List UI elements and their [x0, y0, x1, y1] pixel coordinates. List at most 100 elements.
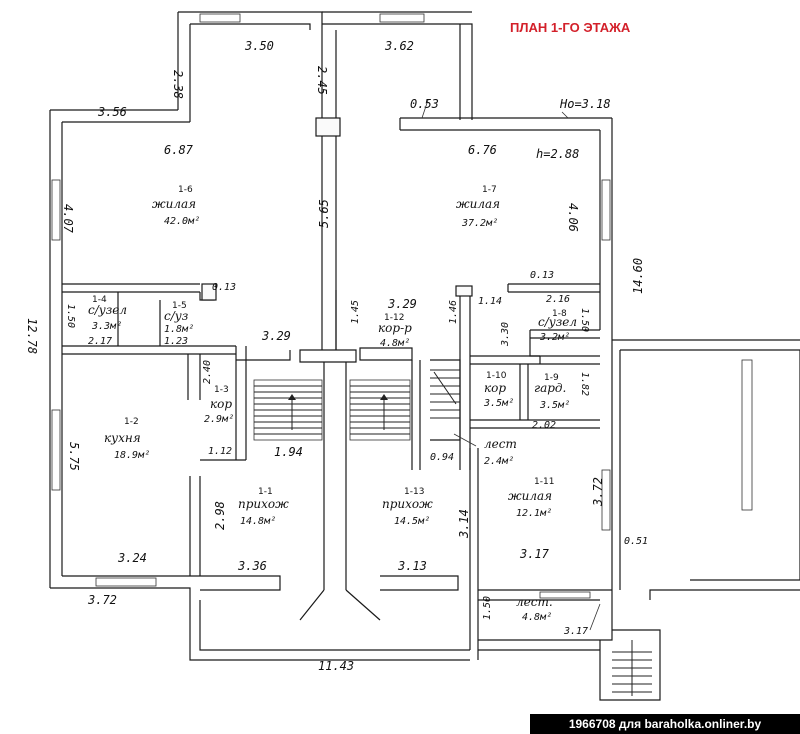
stairs-entrance	[612, 640, 652, 696]
room-area: 14.8м²	[240, 516, 276, 527]
dim-label: 14.60	[631, 258, 645, 294]
room-area: 2.9м²	[204, 414, 234, 425]
dim-label: 5.65	[317, 199, 331, 228]
room-id: 1-3	[214, 385, 229, 395]
dim-label: 11.43	[318, 659, 354, 673]
plan-title: ПЛАН 1-ГО ЭТАЖА	[510, 20, 631, 35]
room-area: 3.3м²	[91, 321, 122, 332]
leader-lines	[421, 99, 601, 631]
room-area: 4.8м²	[522, 612, 552, 623]
room-id: 1-9	[544, 373, 559, 383]
dim-label: 3.29	[387, 297, 417, 311]
room-name: кор	[484, 381, 506, 395]
dim-label: 0.94	[430, 452, 454, 463]
dim-label: 2.98	[213, 501, 227, 530]
room-name: гард.	[534, 381, 566, 395]
dim-label: 1.50	[482, 596, 493, 620]
dim-label: 4.06	[566, 203, 580, 232]
dim-label: 1.50	[579, 308, 590, 332]
dim-label: 1.45	[350, 300, 361, 324]
dim-label: 1.50	[65, 304, 76, 328]
dim-label: 2.40	[202, 360, 213, 384]
room-area: 4.8м²	[380, 338, 410, 349]
room-name: с/узел	[88, 303, 127, 317]
room-id: 1-5	[172, 301, 187, 311]
dim-label: 3.56	[97, 105, 127, 119]
room-name: кор-р	[378, 321, 412, 335]
dim-label: 3.30	[500, 322, 511, 347]
dim-label: 3.36	[237, 559, 267, 573]
room-name: лест	[484, 437, 517, 451]
stairs-middle	[349, 379, 411, 441]
dim-label: 1.23	[164, 336, 188, 347]
room-id: 1-2	[124, 417, 139, 427]
dim-label: 3.14	[457, 509, 471, 539]
room-area: 3.5м²	[539, 400, 570, 411]
room-name: лест.	[516, 595, 553, 609]
room-name: жилая	[508, 489, 552, 503]
outer-walls	[49, 11, 800, 701]
dim-label: 3.50	[244, 39, 274, 53]
room-name: прихож	[238, 497, 289, 511]
room-id: 1-12	[384, 313, 404, 323]
dim-label: 3.29	[261, 329, 291, 343]
room-id: 1-13	[404, 487, 424, 497]
room-area: 12.1м²	[516, 508, 552, 519]
dim-label: 2.17	[88, 336, 112, 347]
dim-label: 3.17	[519, 547, 550, 561]
dim-label: 1.82	[579, 372, 590, 396]
room-id: 1-11	[534, 477, 554, 487]
dim-label: 4.07	[61, 204, 75, 234]
dim-label: 3.62	[384, 39, 414, 53]
dim-label: 3.72	[591, 477, 605, 507]
room-id: 1-7	[482, 185, 497, 195]
room-area: 37.2м²	[461, 218, 498, 229]
stairs-right	[430, 369, 460, 419]
room-name: кухня	[104, 431, 141, 445]
room-id: 1-4	[92, 295, 107, 305]
height-label: Hо=3.18	[559, 97, 611, 111]
dim-label: 0.53	[410, 97, 439, 111]
room-area: 18.9м²	[114, 450, 150, 461]
room-area: 14.5м²	[394, 516, 430, 527]
room-name: жилая	[456, 197, 500, 211]
dim-label: 3.17	[563, 626, 588, 637]
inner-walls	[62, 30, 600, 621]
room-id: 1-1	[258, 487, 273, 497]
room-name: жилая	[152, 197, 196, 211]
room-id: 1-6	[178, 185, 193, 195]
dim-label: 0.51	[624, 536, 648, 547]
room-name: прихож	[382, 497, 433, 511]
dim-label: 0.13	[212, 282, 236, 293]
dim-label: 2.45	[315, 66, 329, 95]
dim-label: 6.76	[468, 143, 497, 157]
height-label: h=2.88	[536, 147, 579, 161]
dim-label: 1.46	[448, 300, 459, 324]
room-name: с/уз	[164, 309, 188, 323]
dim-label: 12.78	[25, 318, 39, 354]
room-area: 3.2м²	[539, 332, 570, 343]
room-id: 1-10	[486, 371, 507, 381]
windows	[51, 13, 753, 599]
dim-label: 3.24	[117, 551, 147, 565]
room-name: с/узел	[538, 315, 577, 329]
dim-label: 0.13	[530, 270, 554, 281]
dim-label: 1.94	[274, 445, 303, 459]
room-area: 2.4м²	[484, 456, 514, 467]
dimension-labels: 3.50 3.62 2.38 2.45 3.56 0.53 Hо=3.18 6.…	[25, 39, 648, 673]
room-area: 3.5м²	[483, 398, 514, 409]
dim-label: 2.38	[171, 70, 185, 99]
dim-label: 6.87	[164, 143, 194, 157]
dim-label: 1.12	[208, 446, 232, 457]
dim-label: 3.72	[87, 593, 117, 607]
dim-label: 5.75	[67, 442, 81, 471]
room-area: 1.8м²	[164, 324, 194, 335]
room-name: кор	[210, 397, 232, 411]
watermark: 1966708 для baraholka.onliner.by	[530, 714, 800, 734]
room-area: 42.0м²	[164, 216, 200, 227]
dim-label: 1.14	[478, 296, 502, 307]
room-labels: 1-6 жилая 42.0м² 1-7 жилая 37.2м² 1-4 с/…	[88, 185, 577, 623]
dim-label: 2.02	[532, 420, 556, 431]
dim-label: 2.16	[546, 294, 570, 305]
